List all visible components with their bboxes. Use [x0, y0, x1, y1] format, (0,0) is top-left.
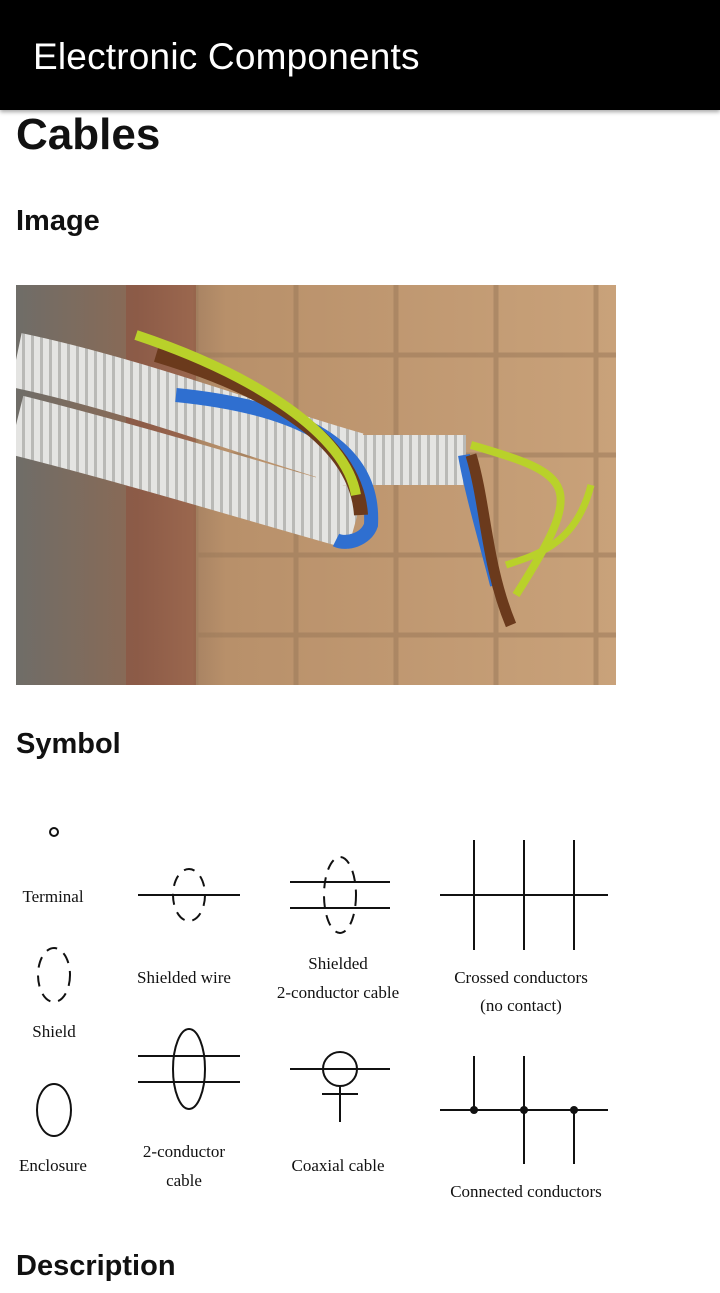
shield-symbol [37, 947, 71, 1003]
label-coaxial: Coaxial cable [292, 1156, 385, 1175]
label-crossed-1: Crossed conductors [454, 968, 588, 987]
label-shield: Shield [32, 1022, 76, 1041]
label-crossed-2: (no contact) [480, 996, 562, 1015]
label-two-conductor-2: cable [166, 1171, 202, 1190]
label-enclosure: Enclosure [19, 1156, 87, 1175]
label-two-conductor-1: 2-conductor [143, 1142, 225, 1161]
cable-photo [16, 285, 616, 685]
shielded-2-conductor-symbol [290, 856, 390, 934]
label-shielded-cable-1: Shielded [308, 954, 368, 973]
section-heading-image: Image [16, 205, 100, 237]
symbols-svg: Terminal Shield Enclosure Shielded wire … [19, 827, 608, 1201]
app-title: Electronic Components [33, 36, 420, 77]
two-conductor-cable-symbol [138, 1028, 240, 1110]
app-bar: Electronic Components [0, 0, 720, 110]
page-title: Cables [16, 110, 161, 159]
cable-photo-illustration [16, 285, 616, 685]
label-terminal: Terminal [22, 887, 83, 906]
shielded-wire-symbol [138, 868, 240, 922]
crossed-conductors-symbol [440, 840, 608, 950]
terminal-symbol [49, 827, 59, 837]
label-shielded-cable-2: 2-conductor cable [277, 983, 399, 1002]
section-heading-description: Description [16, 1250, 176, 1282]
section-heading-symbol: Symbol [16, 728, 121, 760]
label-shielded-wire: Shielded wire [137, 968, 231, 987]
enclosure-symbol [36, 1083, 72, 1137]
cable-symbols-diagram: Terminal Shield Enclosure Shielded wire … [16, 810, 616, 1201]
coaxial-cable-symbol [290, 1051, 390, 1122]
label-connected: Connected conductors [450, 1182, 602, 1200]
